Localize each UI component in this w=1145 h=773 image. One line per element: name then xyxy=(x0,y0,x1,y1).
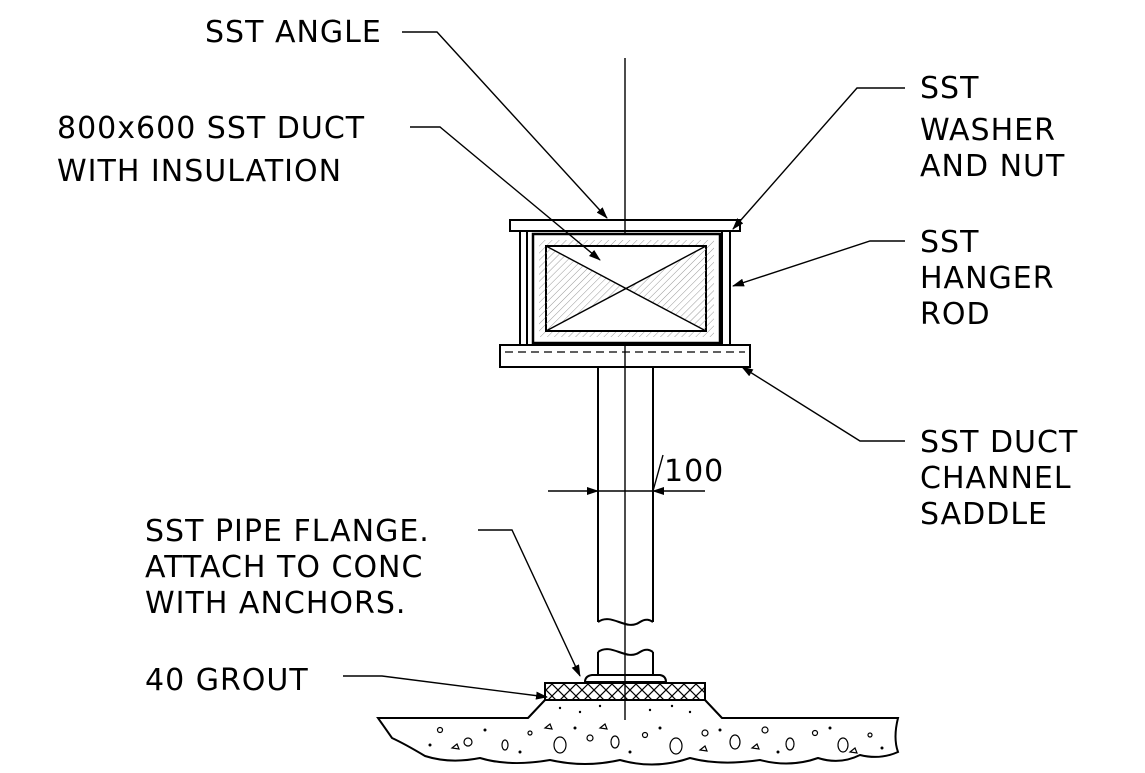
label-dimension-100: 100 xyxy=(664,454,724,489)
label-washer-line3: AND NUT xyxy=(920,149,1065,184)
label-washer-line1: SST xyxy=(920,71,979,106)
leader-lines xyxy=(343,31,905,700)
grout-pad xyxy=(544,682,706,701)
label-saddle-line2: CHANNEL xyxy=(920,461,1072,496)
label-rod-line1: SST xyxy=(920,225,979,260)
label-duct-line2: WITH INSULATION xyxy=(57,154,342,189)
label-flange-line3: WITH ANCHORS. xyxy=(145,586,406,621)
label-flange-line2: ATTACH TO CONC xyxy=(145,550,423,585)
label-sst-angle: SST ANGLE xyxy=(205,15,382,50)
sst-duct-with-insulation xyxy=(531,232,722,345)
dimension-100 xyxy=(548,454,705,495)
label-grout: 40 GROUT xyxy=(145,663,309,698)
label-flange-line1: SST PIPE FLANGE. xyxy=(145,514,430,549)
sst-duct-channel-saddle xyxy=(499,344,751,368)
sst-pipe-flange xyxy=(583,674,668,683)
label-duct-line1: 800x600 SST DUCT xyxy=(57,111,365,146)
label-saddle-line3: SADDLE xyxy=(920,497,1048,532)
label-washer-line2: WASHER xyxy=(920,113,1056,148)
label-rod-line3: ROD xyxy=(920,297,991,332)
concrete-base xyxy=(376,699,900,766)
label-saddle-line1: SST DUCT xyxy=(920,425,1078,460)
label-rod-line2: HANGER xyxy=(920,261,1055,296)
hanger-rods xyxy=(519,231,731,345)
